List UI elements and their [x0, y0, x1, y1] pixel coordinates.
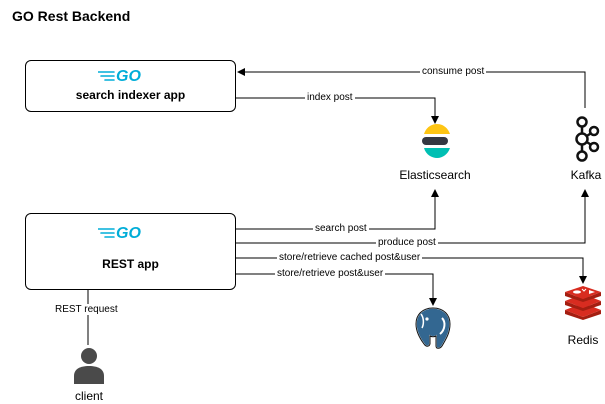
elasticsearch-icon: [422, 124, 450, 158]
edge-label-index-post: index post: [305, 92, 355, 103]
kafka-label: Kafka: [570, 168, 602, 182]
client-label: client: [74, 389, 103, 403]
svg-text:GO: GO: [116, 68, 141, 84]
go-logo-icon: GO: [98, 225, 141, 241]
edge-produce-post: [236, 189, 589, 244]
kafka-icon: [575, 116, 600, 162]
user-icon: [74, 348, 104, 384]
postgresql-elephant-icon: [415, 307, 451, 349]
edge-label-search-post: search post: [313, 223, 369, 234]
redis-icon: [565, 286, 601, 320]
redis-label: Redis: [567, 333, 599, 347]
edge-label-rest-request: REST request: [53, 304, 120, 315]
edge-label-consume-post: consume post: [420, 66, 487, 77]
svg-text:GO: GO: [116, 225, 141, 241]
diagram-title: GO Rest Backend: [12, 8, 131, 24]
go-logo-icon: GO: [98, 68, 141, 84]
rest-app-box: GO REST app: [25, 213, 236, 290]
search-indexer-app-label: search indexer app: [75, 88, 186, 102]
edge-consume-post: [237, 68, 586, 108]
edge-label-produce-post: produce post: [376, 237, 438, 248]
edge-index-post: [236, 97, 439, 124]
edge-search-post: [236, 189, 439, 230]
edge-label-store-cached: store/retrieve cached post&user: [277, 252, 423, 263]
search-indexer-app-box: GO search indexer app: [25, 60, 236, 112]
edge-label-store-post-user: store/retrieve post&user: [275, 268, 386, 279]
rest-app-label: REST app: [102, 257, 159, 271]
elasticsearch-label: Elasticsearch: [399, 168, 471, 182]
